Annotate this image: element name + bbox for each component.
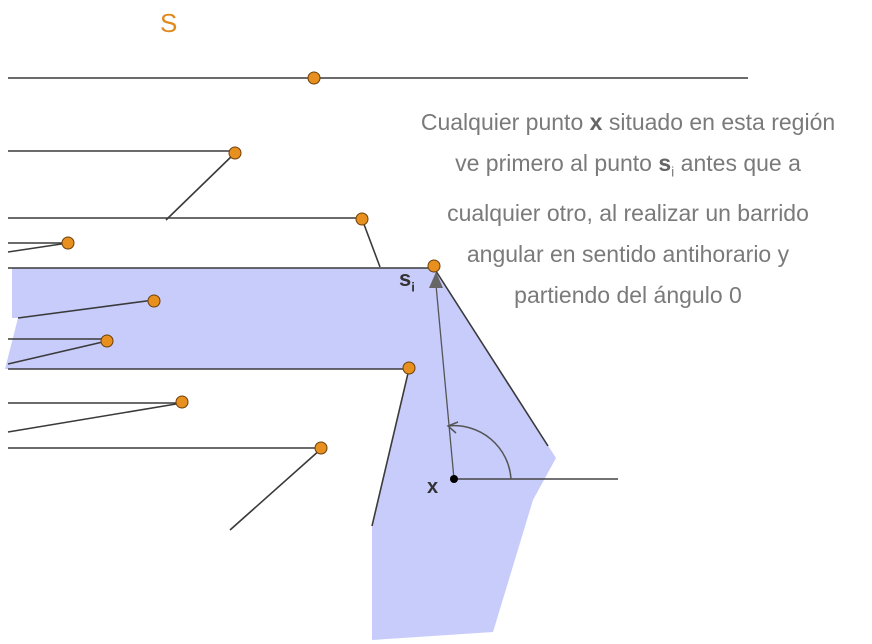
caption-var-s-sub: i	[671, 163, 675, 180]
ray-arrow-head	[429, 272, 443, 288]
segment	[433, 267, 549, 447]
caption-line-2: ve primero al punto si antes que a	[455, 150, 801, 180]
endpoint	[314, 441, 328, 455]
caption-line-1: Cualquier punto x situado en esta región	[420, 109, 836, 135]
x-label: x	[427, 476, 439, 498]
endpoint	[100, 334, 114, 348]
set-label: S	[160, 8, 178, 38]
sweep-arrow-head	[446, 421, 459, 434]
segment	[229, 448, 322, 531]
endpoints	[61, 71, 441, 455]
si-label: si	[399, 266, 415, 295]
endpoint	[402, 361, 416, 375]
segment	[7, 242, 69, 253]
endpoint	[228, 146, 242, 160]
endpoint	[307, 71, 321, 85]
segment	[17, 299, 155, 319]
visibility-region	[5, 268, 556, 640]
endpoint	[175, 395, 189, 409]
caption-line-5: partiendo del ángulo 0	[514, 281, 742, 308]
endpoint	[147, 294, 161, 308]
segment	[7, 402, 183, 433]
caption-var-s: s	[658, 150, 672, 176]
segment	[361, 218, 381, 268]
endpoint-si	[427, 259, 441, 273]
sweep-arc	[447, 424, 512, 480]
endpoint	[355, 212, 369, 226]
caption-line-3: cualquier otro, al realizar un barrido	[447, 199, 809, 226]
caption-line-4: angular en sentido antihorario y	[466, 240, 790, 267]
segment	[7, 340, 108, 365]
point-x	[450, 475, 458, 483]
segment	[165, 152, 236, 221]
ray-x-to-si	[435, 284, 455, 480]
caption: Cualquier punto x situado en esta región…	[380, 102, 872, 316]
segments	[7, 77, 748, 531]
endpoint	[61, 236, 75, 250]
segment	[371, 368, 410, 527]
caption-var-x: x	[589, 109, 603, 135]
